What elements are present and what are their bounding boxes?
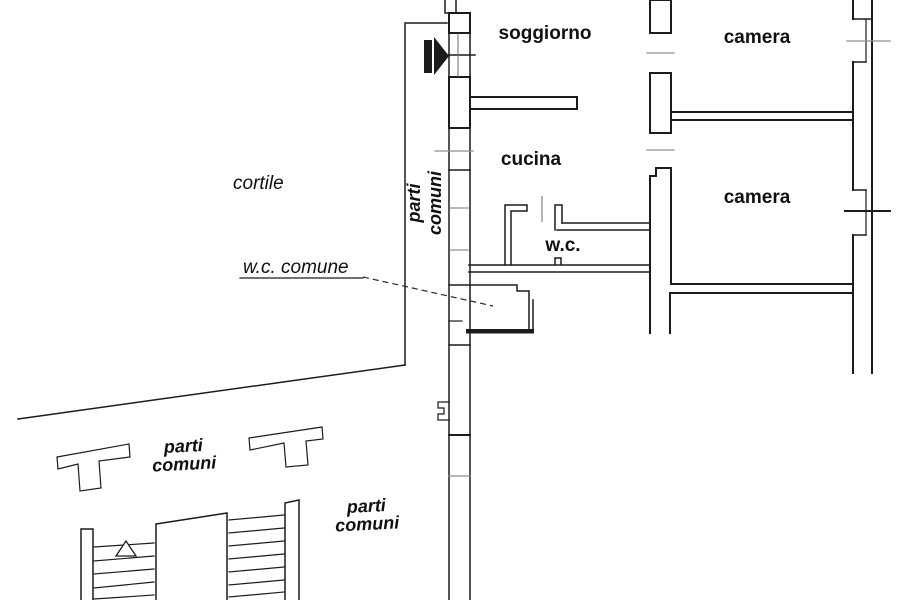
label-wc-comune: w.c. comune: [243, 257, 349, 278]
entrance-arrow-icon: [434, 37, 449, 75]
soggiorno-cucina-wall-spur: [469, 96, 578, 110]
label-parti-vertical: parti: [404, 183, 424, 224]
camera-divider-wall: [670, 111, 854, 121]
wc-room-walls: [468, 196, 651, 273]
entrance-arrow-bar: [424, 40, 432, 73]
label-parti-comuni-a: parti comuni: [152, 435, 218, 476]
cortile-wall-line: [404, 22, 448, 366]
label-parti-comuni-vertical: parti comuni: [404, 170, 445, 235]
labels: soggiorno camera cucina camera w.c. cort…: [152, 23, 791, 536]
label-soggiorno: soggiorno: [499, 23, 592, 44]
wc-bottom-wall: [468, 257, 651, 273]
wc-comune-leader-line: [362, 276, 494, 307]
label-comuni-a: comuni: [152, 452, 218, 475]
corridor-niche-bracket: [437, 401, 450, 421]
stairs-left-wall: [80, 528, 94, 600]
stairs: [80, 499, 300, 600]
stairs-direction-arrow-icon: [114, 539, 138, 557]
cortile-boundary: [17, 22, 448, 420]
camera-bottom-wall: [669, 283, 854, 334]
label-comuni-vertical: comuni: [425, 170, 445, 235]
label-cortile: cortile: [233, 173, 284, 194]
middle-wall-pillar-1: [649, 0, 672, 34]
label-camera-top: camera: [724, 27, 791, 48]
wc-top-wall: [556, 222, 651, 231]
apartment-walls: [469, 0, 854, 334]
corridor: [434, 0, 476, 600]
label-wc: w.c.: [544, 235, 580, 256]
label-parti-a: parti: [162, 435, 204, 457]
wc-comune-walls: [448, 284, 534, 330]
stairs-flight-2-treads: [228, 514, 285, 598]
entrance: [424, 37, 449, 75]
wc-right-jamb: [554, 204, 563, 231]
window-sill-caps: [852, 18, 873, 236]
corridor-pillar-1: [448, 12, 471, 34]
t-pillar-left: [56, 443, 131, 492]
stairs-right-wall: [284, 499, 300, 600]
stairs-well: [155, 512, 228, 600]
wc-comune-callout: [239, 276, 494, 307]
wc-comune-bottom-wall: [466, 329, 534, 334]
label-parti-comuni-b: parti comuni: [335, 495, 401, 536]
label-comuni-b: comuni: [335, 512, 401, 535]
structural-pillars: [56, 426, 324, 492]
wc-comune-room: [448, 284, 534, 334]
exterior-wall-right: [844, 0, 891, 374]
wc-left-wall: [504, 204, 528, 266]
t-pillar-right: [248, 426, 324, 468]
corridor-top-box: [444, 0, 457, 14]
corridor-pillar-2: [448, 76, 471, 129]
cortile-diagonal-wall: [17, 364, 406, 420]
middle-wall-lower: [649, 167, 672, 334]
middle-wall-pillar-2: [649, 72, 672, 134]
label-parti-b: parti: [345, 495, 387, 517]
label-camera-bottom: camera: [724, 187, 791, 208]
label-cucina: cucina: [501, 149, 562, 170]
